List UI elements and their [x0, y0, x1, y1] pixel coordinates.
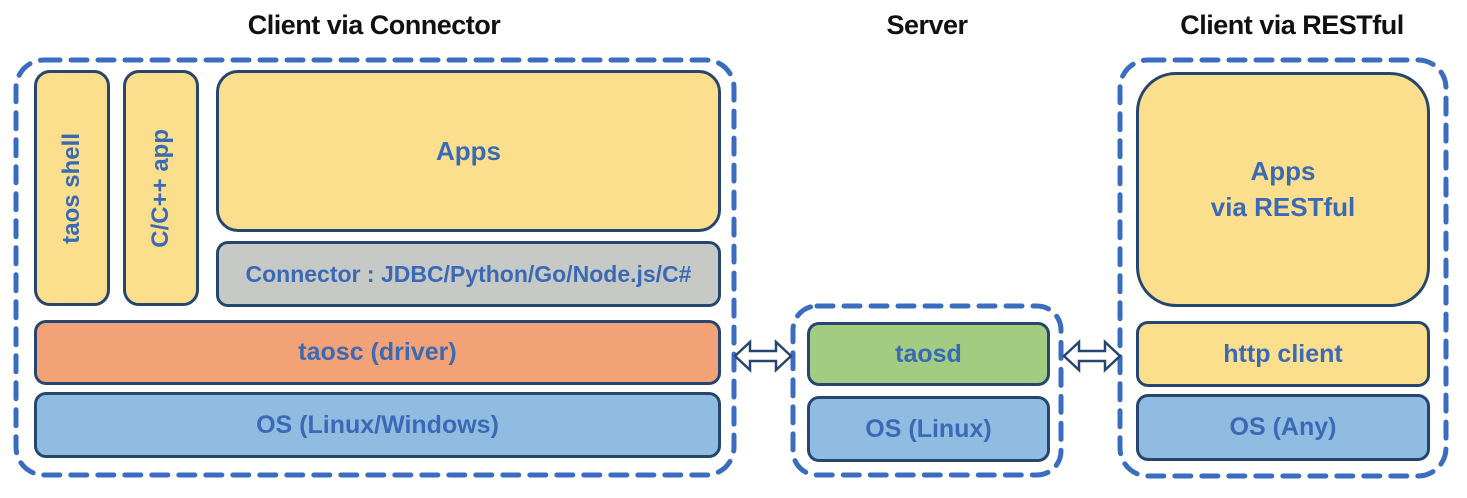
taos-shell-box: taos shell [34, 70, 110, 306]
connector-box: Connector : JDBC/Python/Go/Node.js/C# [216, 241, 721, 307]
taosd-box: taosd [807, 322, 1050, 386]
cpp-app-box: C/C++ app [123, 70, 199, 306]
os-linux-windows-label: OS (Linux/Windows) [256, 410, 499, 439]
os-linux-box: OS (Linux) [807, 396, 1050, 462]
apps-box: Apps [216, 70, 721, 232]
server-group-border [790, 303, 1064, 478]
cpp-app-label: C/C++ app [147, 128, 174, 248]
http-client-label: http client [1223, 339, 1343, 368]
os-any-box: OS (Any) [1136, 394, 1430, 461]
section-title-client-connector: Client via Connector [247, 10, 501, 40]
taos-shell-label: taos shell [58, 132, 85, 244]
os-linux-label: OS (Linux) [865, 414, 992, 443]
client-connector-group-border [13, 57, 737, 478]
section-title-server: Server [886, 10, 968, 40]
os-linux-windows-box: OS (Linux/Windows) [34, 392, 721, 458]
http-client-box: http client [1136, 321, 1430, 387]
apps-label: Apps [436, 135, 501, 166]
apps-via-restful-label: Apps via RESTful [1210, 156, 1356, 222]
double-arrow-icon [733, 339, 793, 373]
connector-label: Connector : JDBC/Python/Go/Node.js/C# [245, 260, 692, 287]
apps-via-restful-box: Apps via RESTful [1136, 72, 1430, 307]
taosc-driver-box: taosc (driver) [34, 320, 721, 385]
section-title-client-restful: Client via RESTful [1180, 10, 1404, 40]
os-any-label: OS (Any) [1229, 413, 1337, 441]
client-restful-group-border [1117, 57, 1449, 479]
taosd-label: taosd [895, 339, 962, 368]
taosc-driver-label: taosc (driver) [298, 338, 457, 366]
double-arrow-icon [1062, 339, 1122, 373]
